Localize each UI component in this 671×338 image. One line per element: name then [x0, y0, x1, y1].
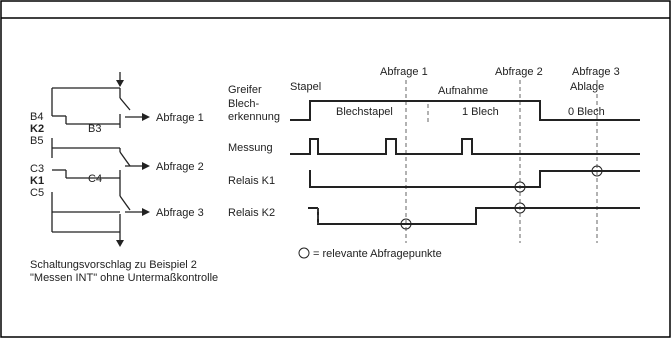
query-point-marker: [400, 218, 412, 230]
output1-arrow: [142, 113, 150, 121]
query-point-marker: [514, 202, 526, 214]
caption-line-2: "Messen INT" ohne Untermaßkontrolle: [30, 272, 218, 284]
phase-aufnahme: Aufnahme: [438, 85, 488, 97]
terminal-b4: B4: [30, 111, 43, 123]
query-label-1: Abfrage 1: [380, 66, 428, 78]
query-label-3: Abfrage 3: [572, 66, 620, 78]
contact-c4-label: C4: [88, 173, 102, 185]
output-abfrage-2: Abfrage 2: [156, 161, 204, 173]
legend-circle-icon: [298, 247, 310, 259]
contact-b3-label: B3: [88, 123, 101, 135]
supply-arrow-bottom: [116, 240, 124, 247]
phase-stapel: Stapel: [290, 81, 321, 93]
terminal-b5: B5: [30, 135, 43, 147]
contact2-switch: [119, 151, 131, 167]
state-one-blech: 1 Blech: [462, 106, 499, 118]
signal-messung: [290, 138, 640, 155]
row-label-relais-k1: Relais K1: [228, 175, 275, 187]
output-abfrage-1: Abfrage 1: [156, 112, 204, 124]
terminal-c3: C3: [30, 163, 44, 175]
timing-diagram: Abfrage 1 Abfrage 2 Abfrage 3 Greifer St…: [228, 66, 640, 260]
state-zero-blech: 0 Blech: [568, 106, 605, 118]
signal-relais-k2: [317, 207, 640, 225]
circuit-schematic: B4 K2 B5 C3 K1 C5 B3 C4 Abfrage 1 Abfrag…: [30, 72, 204, 247]
terminal-k2: K2: [30, 123, 44, 135]
contact3-switch: [119, 195, 131, 211]
row-label-blech-1: Blech-: [228, 98, 260, 110]
phase-ablage: Ablage: [570, 81, 604, 93]
output-abfrage-3: Abfrage 3: [156, 207, 204, 219]
terminal-k1: K1: [30, 175, 44, 187]
phase-greifer: Greifer: [228, 84, 262, 96]
row-label-messung: Messung: [228, 142, 273, 154]
output2-arrow: [142, 162, 150, 170]
state-blechstapel: Blechstapel: [336, 106, 393, 118]
supply-arrow-top: [116, 80, 124, 87]
row-label-blech-2: erkennung: [228, 111, 280, 123]
row-label-relais-k2: Relais K2: [228, 207, 275, 219]
caption-line-1: Schaltungsvorschlag zu Beispiel 2: [30, 259, 197, 271]
signal-relais-k1: [309, 170, 640, 188]
query-label-2: Abfrage 2: [495, 66, 543, 78]
signal-blecherkennung: [290, 100, 640, 121]
terminal-c5: C5: [30, 187, 44, 199]
output3-arrow: [142, 208, 150, 216]
legend-text: = relevante Abfragepunkte: [313, 248, 442, 260]
query-point-marker: [591, 165, 603, 177]
query-point-marker: [514, 181, 526, 193]
contact1-switch: [119, 97, 131, 111]
